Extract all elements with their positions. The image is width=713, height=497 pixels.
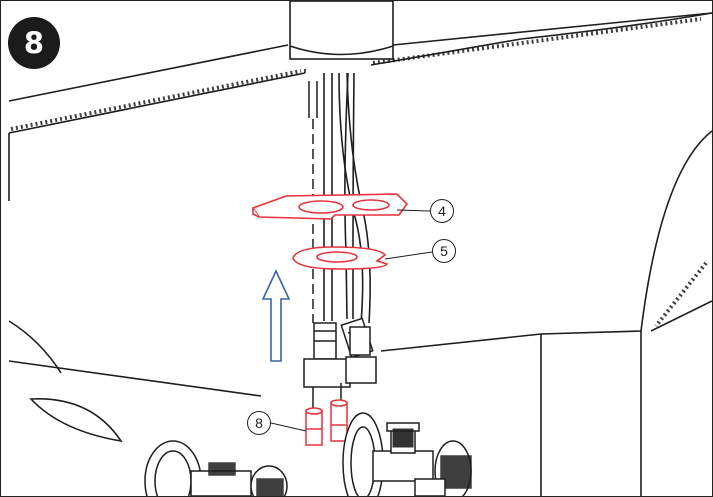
hose-seals-part-8 bbox=[305, 399, 348, 446]
hose-fittings bbox=[303, 317, 377, 411]
callout-5: 5 bbox=[432, 239, 456, 263]
leader-line-5 bbox=[384, 251, 433, 260]
up-arrow-icon bbox=[261, 269, 291, 362]
faucet-base bbox=[289, 1, 394, 60]
callout-label: 8 bbox=[255, 415, 263, 431]
callout-label: 5 bbox=[440, 243, 448, 259]
callout-4: 4 bbox=[430, 199, 454, 223]
threaded-rod bbox=[308, 81, 318, 323]
angle-valve-left bbox=[144, 440, 288, 496]
callout-8: 8 bbox=[247, 411, 271, 435]
angle-valve-right bbox=[342, 412, 472, 496]
leader-line-8 bbox=[270, 422, 307, 432]
retaining-washer-part-5 bbox=[292, 246, 389, 270]
cabinet bbox=[8, 130, 712, 496]
step-number: 8 bbox=[23, 26, 45, 60]
valve-handle-right bbox=[392, 428, 414, 448]
leader-line-4 bbox=[396, 209, 431, 212]
countertop-hatching bbox=[10, 17, 702, 131]
step-number-badge: 8 bbox=[8, 17, 60, 69]
countertop bbox=[8, 12, 712, 201]
mounting-bracket-part-4 bbox=[251, 193, 409, 220]
cabinet-edge-hatching bbox=[654, 261, 708, 328]
callout-label: 4 bbox=[438, 203, 446, 219]
